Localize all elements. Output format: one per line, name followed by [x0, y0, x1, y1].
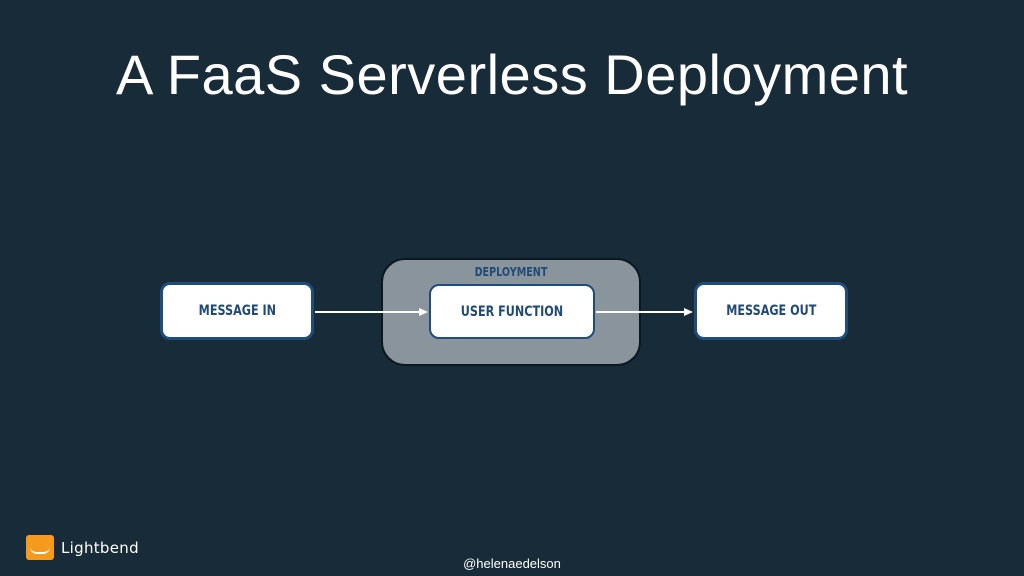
message-in-node: Message In — [160, 282, 314, 340]
deployment-label: Deployment — [474, 265, 548, 279]
user-function-node: User Function — [429, 284, 595, 339]
author-handle: @helenaedelson — [463, 556, 561, 571]
message-in-label: Message In — [198, 303, 276, 319]
lightbend-logo-text: Lightbend — [61, 538, 139, 557]
arrow-function-to-out-head — [684, 308, 693, 316]
slide-title: A FaaS Serverless Deployment — [115, 43, 909, 106]
lightbend-logo: Lightbend — [26, 535, 139, 560]
user-function-label: User Function — [460, 303, 564, 320]
message-out-node: Message Out — [694, 282, 848, 340]
message-out-label: Message Out — [725, 303, 817, 319]
lightbend-logo-icon — [26, 535, 54, 560]
